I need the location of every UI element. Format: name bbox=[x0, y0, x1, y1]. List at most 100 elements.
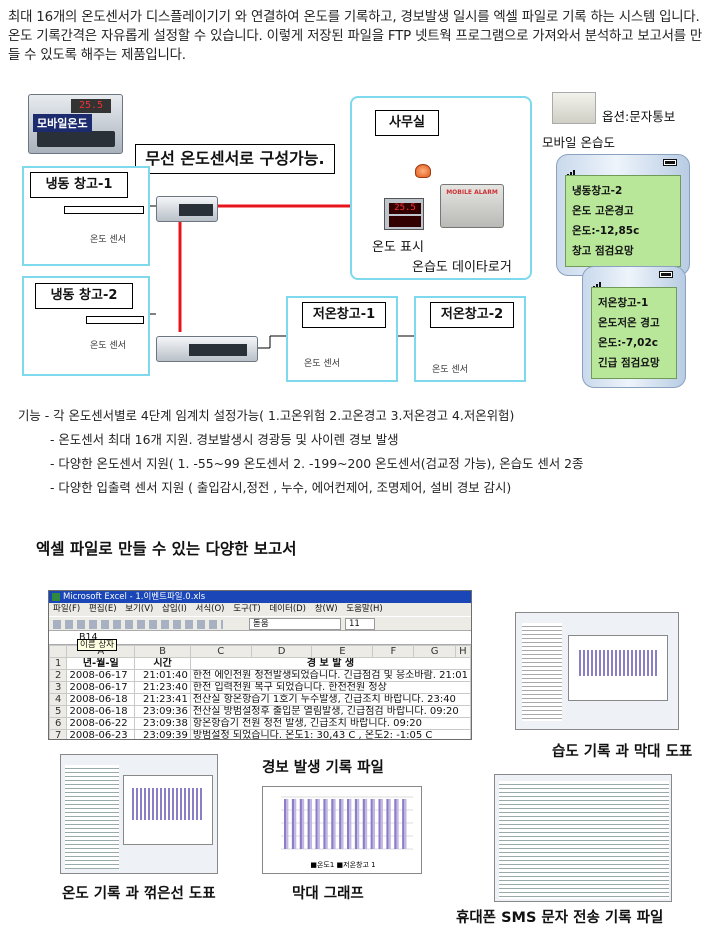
table-cell[interactable]: 전산실 항온항습기 1호기 누수발생, 긴급조치 바랍니다. 23:40 bbox=[189, 693, 471, 706]
feature-item: 기능 - 각 온도센서별로 4단계 임계치 설정가능( 1.고온위험 2.고온경… bbox=[18, 408, 515, 423]
menu-file[interactable]: 파일(F) bbox=[53, 604, 81, 614]
table-cell[interactable]: 한전 에인전원 정전발생되었습니다. 긴급점검 및 응소바람. 21:01 bbox=[189, 669, 471, 682]
menu-view[interactable]: 보기(V) bbox=[125, 604, 154, 614]
menu-edit[interactable]: 편집(E) bbox=[88, 604, 117, 614]
column-header[interactable]: D bbox=[250, 645, 313, 658]
phone-screen-cold: 저온창고-1 온도저온 경고 온도:-7,02c 긴급 점검요망 bbox=[582, 266, 686, 388]
table-cell[interactable]: 23:09:39 bbox=[134, 729, 191, 739]
menu-help[interactable]: 도움말(H) bbox=[346, 604, 383, 614]
feature-item: - 다양한 입출력 센서 지원 ( 출입감시,정전 , 누수, 에어컨제어, 조… bbox=[50, 480, 512, 495]
battery-icon bbox=[663, 159, 677, 166]
menu-tools[interactable]: 도구(T) bbox=[233, 604, 261, 614]
row-header[interactable]: 4 bbox=[49, 693, 68, 706]
mobile-hygro-label: 모바일 온습도 bbox=[542, 135, 615, 150]
table-cell[interactable]: 23:09:38 bbox=[134, 717, 191, 730]
cold-storage-1-label: 저온창고-1 bbox=[302, 302, 386, 328]
sensor-label: 온도 센서 bbox=[304, 359, 340, 369]
table-cell[interactable]: 23:09:36 bbox=[134, 705, 191, 718]
battery-icon bbox=[659, 271, 673, 278]
table-cell[interactable]: 2008-06-17 bbox=[66, 681, 136, 694]
table-cell[interactable]: 2008-06-17 bbox=[66, 669, 136, 682]
caption-humidity: 습도 기록 과 막대 도표 bbox=[552, 744, 693, 760]
table-cell[interactable]: 한전 입력전원 복구 되었습니다. 한전전원 정상 bbox=[189, 681, 471, 694]
sms-line: 온도저온 경고 bbox=[598, 317, 660, 329]
name-box[interactable]: B14 bbox=[79, 632, 98, 643]
table-cell[interactable]: 21:23:40 bbox=[134, 681, 191, 694]
formula-bar: B14 이름 상자 bbox=[49, 631, 471, 651]
bar bbox=[349, 799, 352, 849]
table-cell[interactable]: 2008-06-23 bbox=[66, 729, 136, 739]
sms-line: 온도:-12,85c bbox=[572, 225, 640, 237]
bar bbox=[299, 799, 302, 849]
column-header[interactable] bbox=[49, 645, 68, 658]
menu-window[interactable]: 창(W) bbox=[314, 604, 338, 614]
freezer-2-label: 냉동 창고-2 bbox=[35, 283, 133, 309]
row-header[interactable]: 5 bbox=[49, 705, 68, 718]
column-header[interactable]: G bbox=[413, 645, 456, 658]
alarm-device-label: MOBILE ALARM bbox=[446, 189, 498, 196]
bar-chart-thumbnail: ■온도1 ■저온창고 1 bbox=[262, 786, 422, 874]
humidity-chart-thumbnail bbox=[515, 612, 679, 730]
row-header[interactable]: 1 bbox=[49, 657, 68, 670]
sms-module-device bbox=[552, 92, 596, 124]
header-cell[interactable]: 년-월-일 bbox=[66, 657, 136, 670]
bar bbox=[402, 799, 405, 849]
bar bbox=[378, 799, 381, 849]
sms-line: 긴급 점검요망 bbox=[598, 357, 660, 369]
menu-format[interactable]: 서식(O) bbox=[195, 604, 225, 614]
sms-line: 창고 점검요망 bbox=[572, 245, 634, 257]
wireless-callout: 무선 온도센서로 구성가능. bbox=[135, 144, 335, 174]
bar bbox=[388, 799, 391, 849]
bar bbox=[404, 799, 407, 849]
font-name-select[interactable]: 돋움 bbox=[249, 618, 341, 630]
table-cell[interactable]: 21:01:40 bbox=[134, 669, 191, 682]
bar bbox=[325, 799, 328, 849]
warning-light-icon bbox=[415, 164, 431, 178]
feature-item: - 온도센서 최대 16개 지원. 경보발생시 경광등 및 사이렌 경보 발생 bbox=[50, 432, 399, 447]
bar bbox=[386, 799, 389, 849]
table-cell[interactable]: 항온항습기 전원 정전 발생, 긴급조치 바랍니다. 09:20 bbox=[189, 717, 471, 730]
row-header[interactable]: 7 bbox=[49, 729, 68, 739]
column-header[interactable]: B bbox=[134, 645, 191, 658]
column-header[interactable]: F bbox=[372, 645, 415, 658]
table-cell[interactable]: 방범설정 되었습니다. 온도1: 30,43 C , 온도2: -1:05 C bbox=[189, 729, 471, 739]
header-cell[interactable]: 경 보 발 생 bbox=[189, 657, 471, 670]
column-header[interactable]: H bbox=[454, 645, 471, 658]
sms-log-thumbnail bbox=[494, 774, 672, 902]
table-cell[interactable]: 2008-06-18 bbox=[66, 693, 136, 706]
table-cell[interactable]: 전산실 방범설정후 출입문 열림발생, 긴급점검 바랍니다. 09:20 bbox=[189, 705, 471, 718]
font-size-select[interactable]: 11 bbox=[345, 618, 375, 630]
table-cell[interactable]: 21:23:41 bbox=[134, 693, 191, 706]
freezer-1-label: 냉동 창고-1 bbox=[30, 172, 128, 198]
bar bbox=[394, 799, 397, 849]
row-header[interactable]: 3 bbox=[49, 681, 68, 694]
column-header[interactable]: E bbox=[311, 645, 374, 658]
header-cell[interactable]: 시간 bbox=[134, 657, 191, 670]
sensor-label: 온도 센서 bbox=[432, 365, 468, 375]
table-cell[interactable]: 2008-06-22 bbox=[66, 717, 136, 730]
temp-display-digits: 25.5 bbox=[389, 203, 421, 214]
temperature-chart-thumbnail bbox=[60, 754, 218, 874]
table-cell[interactable]: 2008-06-18 bbox=[66, 705, 136, 718]
temp-display-label: 온도 표시 bbox=[372, 240, 424, 255]
menu-data[interactable]: 데이터(D) bbox=[269, 604, 306, 614]
bar bbox=[370, 799, 373, 849]
bar bbox=[309, 799, 313, 849]
excel-menu-bar: 파일(F) 편집(E) 보기(V) 삽입(I) 서식(O) 도구(T) 데이터(… bbox=[49, 603, 471, 616]
mini-chart-legend: ■온도1 ■저온창고 1 bbox=[310, 860, 375, 869]
product-badge: 모바일온도 bbox=[33, 114, 92, 132]
sensor-probe bbox=[86, 316, 144, 324]
menu-insert[interactable]: 삽입(I) bbox=[162, 604, 187, 614]
bar bbox=[362, 799, 365, 849]
bar bbox=[357, 799, 360, 849]
column-header[interactable]: C bbox=[189, 645, 252, 658]
bar bbox=[286, 799, 289, 849]
row-header[interactable]: 6 bbox=[49, 717, 68, 730]
row-header[interactable]: 2 bbox=[49, 669, 68, 682]
bar bbox=[339, 799, 342, 849]
bar bbox=[333, 799, 336, 849]
excel-toolbar: 돋움 11 bbox=[49, 616, 471, 631]
